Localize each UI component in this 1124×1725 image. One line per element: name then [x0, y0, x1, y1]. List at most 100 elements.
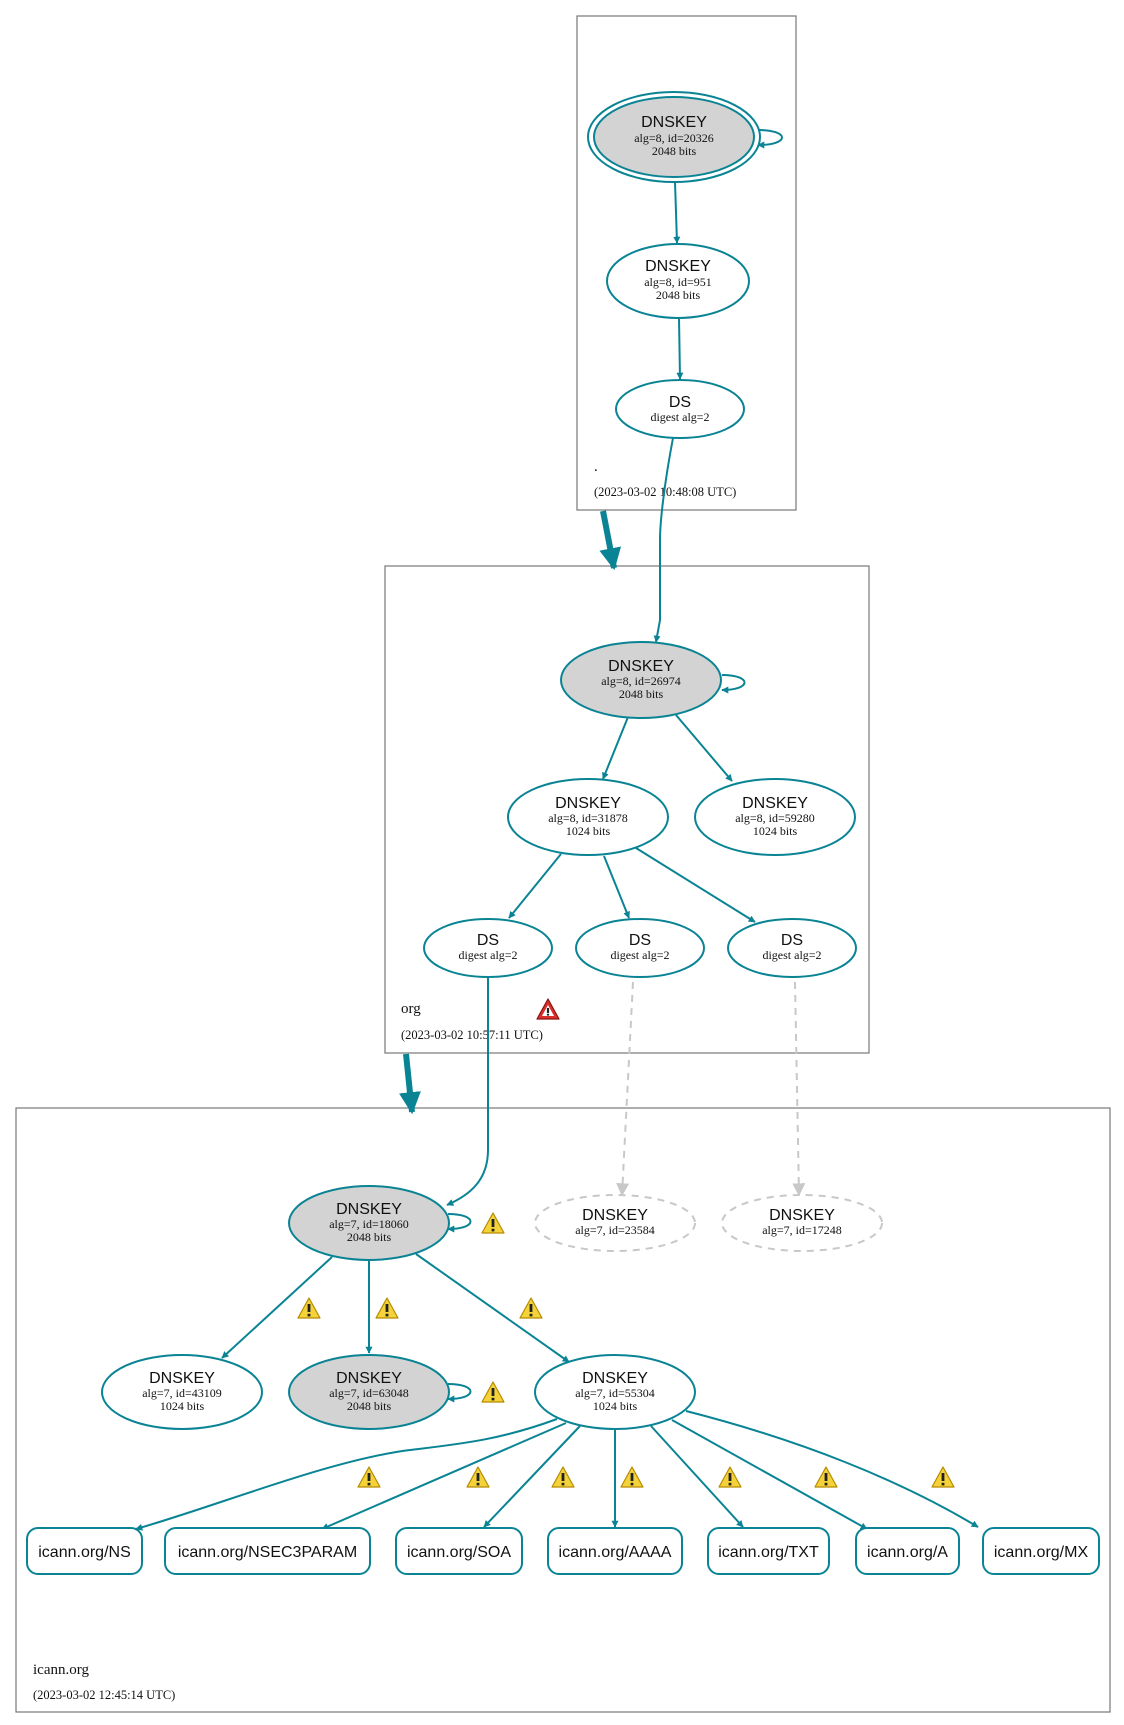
node-title: DS [781, 932, 803, 949]
node-title: DNSKEY [608, 658, 674, 675]
node-title: DS [477, 932, 499, 949]
warning-icon[interactable] [466, 1466, 490, 1488]
node-title: DNSKEY [641, 114, 707, 131]
signature-edge [603, 855, 630, 919]
ds-node-org-3[interactable]: DS digest alg=2 [727, 918, 857, 978]
zone-name: org [401, 1001, 421, 1017]
delegation-arrow [599, 510, 622, 571]
dnskey-node-root-ksk[interactable]: DNSKEY alg=8, id=20326 2048 bits [587, 91, 761, 183]
rrsig-edge [685, 1410, 979, 1528]
warning-icon[interactable] [519, 1297, 543, 1319]
ds-edge [653, 437, 674, 643]
self-signature-edge [447, 1213, 472, 1233]
node-key-size: 2048 bits [619, 687, 664, 701]
ds-edge-missing [616, 981, 634, 1197]
warning-icon[interactable] [297, 1297, 321, 1319]
node-title: DNSKEY [582, 1207, 648, 1224]
ds-edge [446, 978, 489, 1206]
dnskey-node-icann-zsk1[interactable]: DNSKEY alg=7, id=43109 1024 bits [101, 1354, 263, 1430]
ds-edge-missing [792, 981, 806, 1197]
warning-icon[interactable] [481, 1212, 505, 1234]
warning-icon[interactable] [357, 1466, 381, 1488]
node-key-info: alg=7, id=43109 [142, 1386, 222, 1400]
node-title: DS [629, 932, 651, 949]
node-key-info: alg=7, id=55304 [575, 1386, 655, 1400]
zone-root: . (2023-03-02 10:48:08 UTC) [576, 15, 797, 511]
rrsig-edge [321, 1422, 567, 1530]
warning-icon[interactable] [551, 1466, 575, 1488]
signature-edge [676, 317, 684, 380]
node-key-info: alg=7, id=17248 [762, 1223, 842, 1237]
warning-icon[interactable] [481, 1381, 505, 1403]
node-title: DNSKEY [555, 795, 621, 812]
rrset-label: icann.org/AAAA [559, 1544, 672, 1561]
rrsig-edge [483, 1425, 581, 1528]
dnskey-node-icann-ksk[interactable]: DNSKEY alg=7, id=18060 2048 bits [288, 1185, 450, 1261]
delegation-arrow [399, 1053, 421, 1115]
rrset-label: icann.org/NSEC3PARAM [178, 1544, 357, 1561]
rrset-node-soa[interactable]: icann.org/SOA [395, 1527, 523, 1575]
zone-icann: icann.org (2023-03-02 12:45:14 UTC) [15, 1107, 1111, 1713]
dnskey-node-icann-missing-1[interactable]: DNSKEY alg=7, id=23584 [534, 1194, 696, 1252]
dnskey-node-icann-zsk2[interactable]: DNSKEY alg=7, id=55304 1024 bits [534, 1354, 696, 1430]
warning-icon[interactable] [620, 1466, 644, 1488]
node-key-size: 1024 bits [753, 824, 798, 838]
rrsig-edge [650, 1425, 744, 1528]
rrset-label: icann.org/SOA [407, 1544, 511, 1561]
warning-icon[interactable] [718, 1466, 742, 1488]
self-signature-edge [757, 129, 783, 149]
zone-timestamp: (2023-03-02 12:45:14 UTC) [33, 1688, 175, 1702]
warning-icon[interactable] [814, 1466, 838, 1488]
dnskey-node-root-zsk[interactable]: DNSKEY alg=8, id=951 2048 bits [606, 243, 750, 319]
signature-edge [673, 181, 681, 244]
rrset-label: icann.org/A [867, 1544, 948, 1561]
warning-icon[interactable] [375, 1297, 399, 1319]
rrset-node-mx[interactable]: icann.org/MX [982, 1527, 1100, 1575]
node-title: DNSKEY [582, 1370, 648, 1387]
node-title: DNSKEY [742, 795, 808, 812]
node-key-size: 2048 bits [652, 144, 697, 158]
ds-node-root[interactable]: DS digest alg=2 [615, 379, 745, 439]
dnskey-node-org-ksk[interactable]: DNSKEY alg=8, id=26974 2048 bits [560, 641, 722, 719]
rrset-label: icann.org/NS [38, 1544, 131, 1561]
node-digest: digest alg=2 [762, 948, 821, 962]
node-key-info: alg=8, id=59280 [735, 811, 815, 825]
rrsig-edge [135, 1418, 558, 1531]
node-key-info: alg=8, id=31878 [548, 811, 628, 825]
zone-icann-box [15, 1107, 1111, 1713]
zone-timestamp: (2023-03-02 10:48:08 UTC) [594, 485, 736, 499]
node-title: DNSKEY [149, 1370, 215, 1387]
node-key-info: alg=8, id=951 [644, 275, 712, 289]
node-key-size: 1024 bits [566, 824, 611, 838]
rrset-node-aaaa[interactable]: icann.org/AAAA [547, 1527, 683, 1575]
self-signature-edge [447, 1383, 472, 1403]
rrset-node-txt[interactable]: icann.org/TXT [707, 1527, 830, 1575]
missing-ds-edges [616, 981, 806, 1197]
dnskey-node-icann-missing-2[interactable]: DNSKEY alg=7, id=17248 [721, 1194, 883, 1252]
node-key-size: 1024 bits [160, 1399, 205, 1413]
zone-root-box [576, 15, 797, 511]
self-signature-edge [721, 674, 746, 694]
ds-node-org-1[interactable]: DS digest alg=2 [423, 918, 553, 978]
node-key-size: 1024 bits [593, 1399, 638, 1413]
rrsig-edge [671, 1419, 868, 1530]
edges [135, 129, 979, 1531]
dnskey-node-icann-ksk2[interactable]: DNSKEY alg=7, id=63048 2048 bits [288, 1354, 450, 1430]
rrset-node-a[interactable]: icann.org/A [855, 1527, 960, 1575]
signature-edge [508, 853, 562, 919]
dnskey-node-org-zsk2[interactable]: DNSKEY alg=8, id=59280 1024 bits [694, 778, 856, 856]
node-title: DNSKEY [769, 1207, 835, 1224]
node-key-info: alg=7, id=63048 [329, 1386, 409, 1400]
node-digest: digest alg=2 [650, 410, 709, 424]
warning-icon[interactable] [931, 1466, 955, 1488]
node-key-size: 2048 bits [656, 288, 701, 302]
ds-node-org-2[interactable]: DS digest alg=2 [575, 918, 705, 978]
dnskey-node-org-zsk1[interactable]: DNSKEY alg=8, id=31878 1024 bits [507, 778, 669, 856]
zone-timestamp: (2023-03-02 10:57:11 UTC) [401, 1028, 543, 1042]
zone-name: icann.org [33, 1662, 89, 1678]
signature-edge [221, 1256, 333, 1359]
rrset-node-nsec3param[interactable]: icann.org/NSEC3PARAM [164, 1527, 371, 1575]
rrset-node-ns[interactable]: icann.org/NS [26, 1527, 143, 1575]
node-title: DNSKEY [336, 1370, 402, 1387]
